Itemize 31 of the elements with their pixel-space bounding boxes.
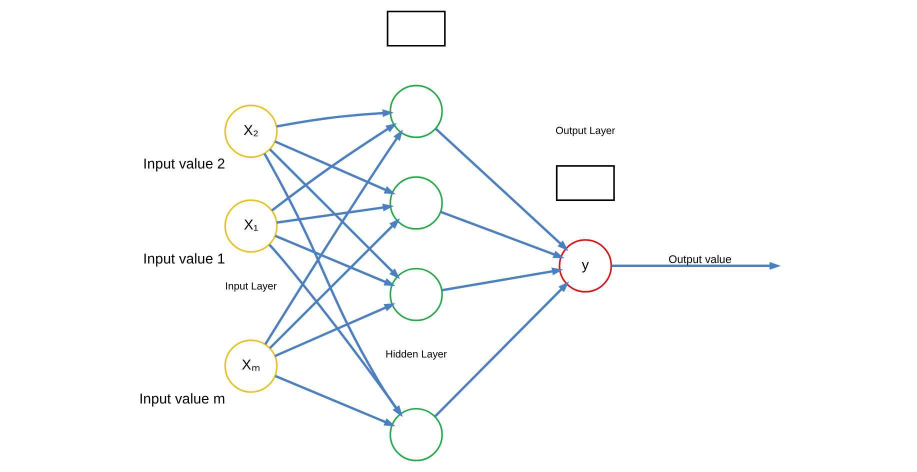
arrow — [274, 140, 396, 194]
arrow — [442, 268, 564, 292]
arrow — [276, 204, 394, 224]
label: Hidden Layer — [386, 350, 447, 361]
node-circle: X₂ — [224, 104, 278, 158]
label: Output Layer — [556, 126, 616, 138]
node-circle — [390, 408, 443, 462]
arrow — [274, 303, 396, 358]
arrow — [268, 244, 403, 417]
arrow — [269, 218, 400, 349]
arrow — [434, 281, 570, 418]
arrow — [435, 128, 568, 251]
arrow — [276, 109, 394, 128]
edge-label: Output value — [668, 254, 732, 266]
arrow — [274, 234, 396, 286]
arrow — [264, 130, 403, 345]
node-box — [556, 165, 615, 201]
node-box — [386, 10, 446, 47]
node-circle — [390, 84, 443, 138]
arrow — [269, 148, 400, 280]
node-label: Input value 2 — [143, 156, 226, 173]
arrow — [612, 262, 781, 270]
node-label: Input value m — [139, 391, 226, 408]
node-label: Input value 1 — [143, 251, 226, 268]
arrow — [263, 152, 402, 417]
arrow — [440, 210, 564, 258]
arrow — [271, 123, 397, 212]
label: Input Layer — [225, 281, 277, 292]
node-circle: X₁ — [224, 199, 278, 253]
arrow — [274, 374, 396, 426]
node-circle: Xₘ — [224, 340, 278, 393]
